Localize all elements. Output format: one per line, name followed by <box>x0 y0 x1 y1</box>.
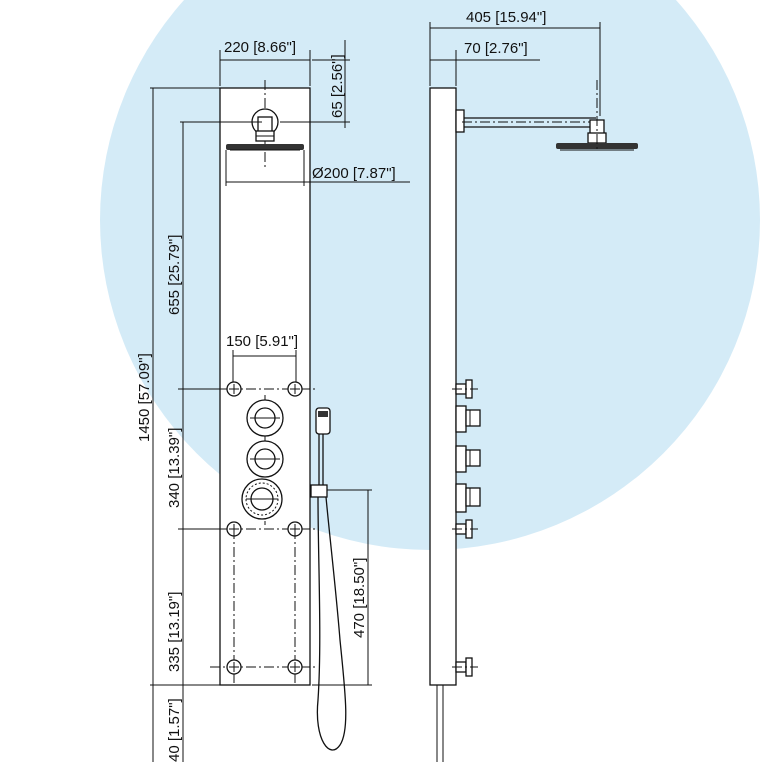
control-knobs <box>241 395 284 525</box>
side-fittings <box>452 379 481 677</box>
body-jets-upper <box>210 381 318 397</box>
dim-panel-width: 220 [8.66"] <box>219 39 311 86</box>
front-view: 220 [8.66"] 65 [2.56"] Ø200 [7.87"] 1450… <box>136 39 410 762</box>
dim-side-top: 405 [15.94"] 70 [2.76"] <box>429 9 601 116</box>
label-total-height: 1450 [57.09"] <box>136 353 153 442</box>
side-panel-body <box>429 87 457 686</box>
label-hand-shower: 470 [18.50"] <box>351 558 368 638</box>
label-lower-block: 335 [13.19"] <box>166 592 183 672</box>
label-valve-block: 340 [13.39"] <box>166 428 183 508</box>
shower-head-front <box>226 80 304 170</box>
label-panel-depth: 70 [2.76"] <box>464 40 528 57</box>
dim-top-offset: 65 [2.56"] <box>280 40 350 128</box>
shower-arm-side <box>455 80 638 151</box>
label-head-to-valves: 655 [25.79"] <box>166 235 183 315</box>
dim-hand-shower: 470 [18.50"] <box>312 489 372 686</box>
side-view: 405 [15.94"] 70 [2.76"] <box>429 9 638 762</box>
label-panel-width: 220 [8.66"] <box>224 39 296 56</box>
body-jets-lower <box>210 529 318 685</box>
dim-jet-spacing: 150 [5.91"] <box>226 333 298 385</box>
overhead-head-side-icon <box>556 143 638 149</box>
label-head-diameter: Ø200 [7.87"] <box>312 165 396 182</box>
hand-shower <box>310 407 347 751</box>
dim-head-diameter: Ø200 [7.87"] <box>225 150 410 186</box>
label-top-offset: 65 [2.56"] <box>329 54 346 118</box>
label-arm-reach: 405 [15.94"] <box>466 9 546 26</box>
label-jet-spacing: 150 [5.91"] <box>226 333 298 350</box>
dim-left-verticals: 1450 [57.09"] 655 [25.79"] 340 [13.39"] … <box>136 87 262 762</box>
label-bottom-offset: 40 [1.57"] <box>166 698 183 762</box>
